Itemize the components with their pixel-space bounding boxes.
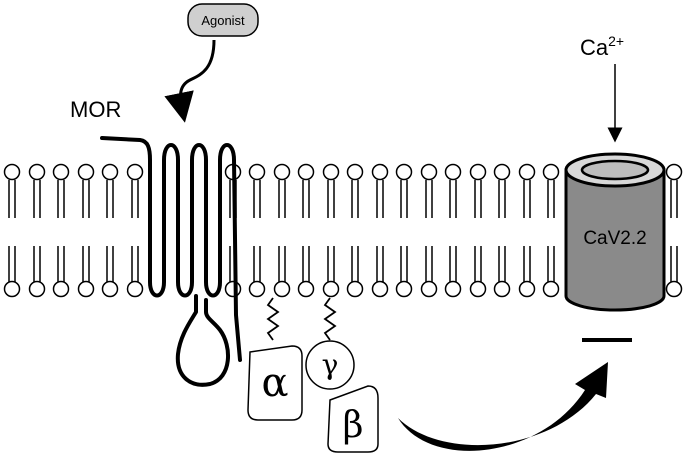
- lipid: [52, 163, 70, 298]
- gamma-label: γ: [322, 348, 339, 381]
- lipid: [346, 163, 364, 298]
- lipid-bilayer: [3, 163, 683, 298]
- lipid: [665, 163, 683, 298]
- lipid: [518, 163, 536, 298]
- cav22-channel: CaV2.2: [564, 152, 666, 312]
- lipid: [77, 163, 95, 298]
- lipid: [3, 163, 21, 298]
- g-alpha-subunit: α: [247, 345, 303, 421]
- receptor-label: MOR: [70, 97, 121, 122]
- lipid: [322, 163, 340, 298]
- alpha-label: α: [261, 360, 288, 406]
- lipid: [493, 163, 511, 298]
- g-beta-subunit: β: [327, 385, 379, 453]
- lipid: [469, 163, 487, 298]
- ion-label: Ca2+: [580, 33, 624, 60]
- agonist-label: Agonist: [201, 13, 245, 28]
- lipid: [420, 163, 438, 298]
- agonist-bubble: [187, 3, 259, 37]
- lipid: [101, 163, 119, 298]
- gamma-lipid-anchor: [323, 297, 337, 341]
- lipid: [371, 163, 389, 298]
- alpha-lipid-anchor: [266, 297, 280, 341]
- lipid: [126, 163, 144, 298]
- lipid: [248, 163, 266, 298]
- curved-arrow-icon: [164, 39, 216, 123]
- lipid: [273, 163, 291, 298]
- lipid: [395, 163, 413, 298]
- lipid: [542, 163, 560, 298]
- agonist: Agonist: [187, 3, 259, 37]
- g-gamma-subunit: γ: [305, 340, 355, 390]
- lipid: [444, 163, 462, 298]
- lipid: [28, 163, 46, 298]
- mor-receptor: [100, 136, 242, 387]
- curved-arrow-icon: [398, 362, 608, 451]
- beta-label: β: [343, 405, 364, 446]
- channel-label: CaV2.2: [583, 228, 646, 249]
- lipid: [297, 163, 315, 298]
